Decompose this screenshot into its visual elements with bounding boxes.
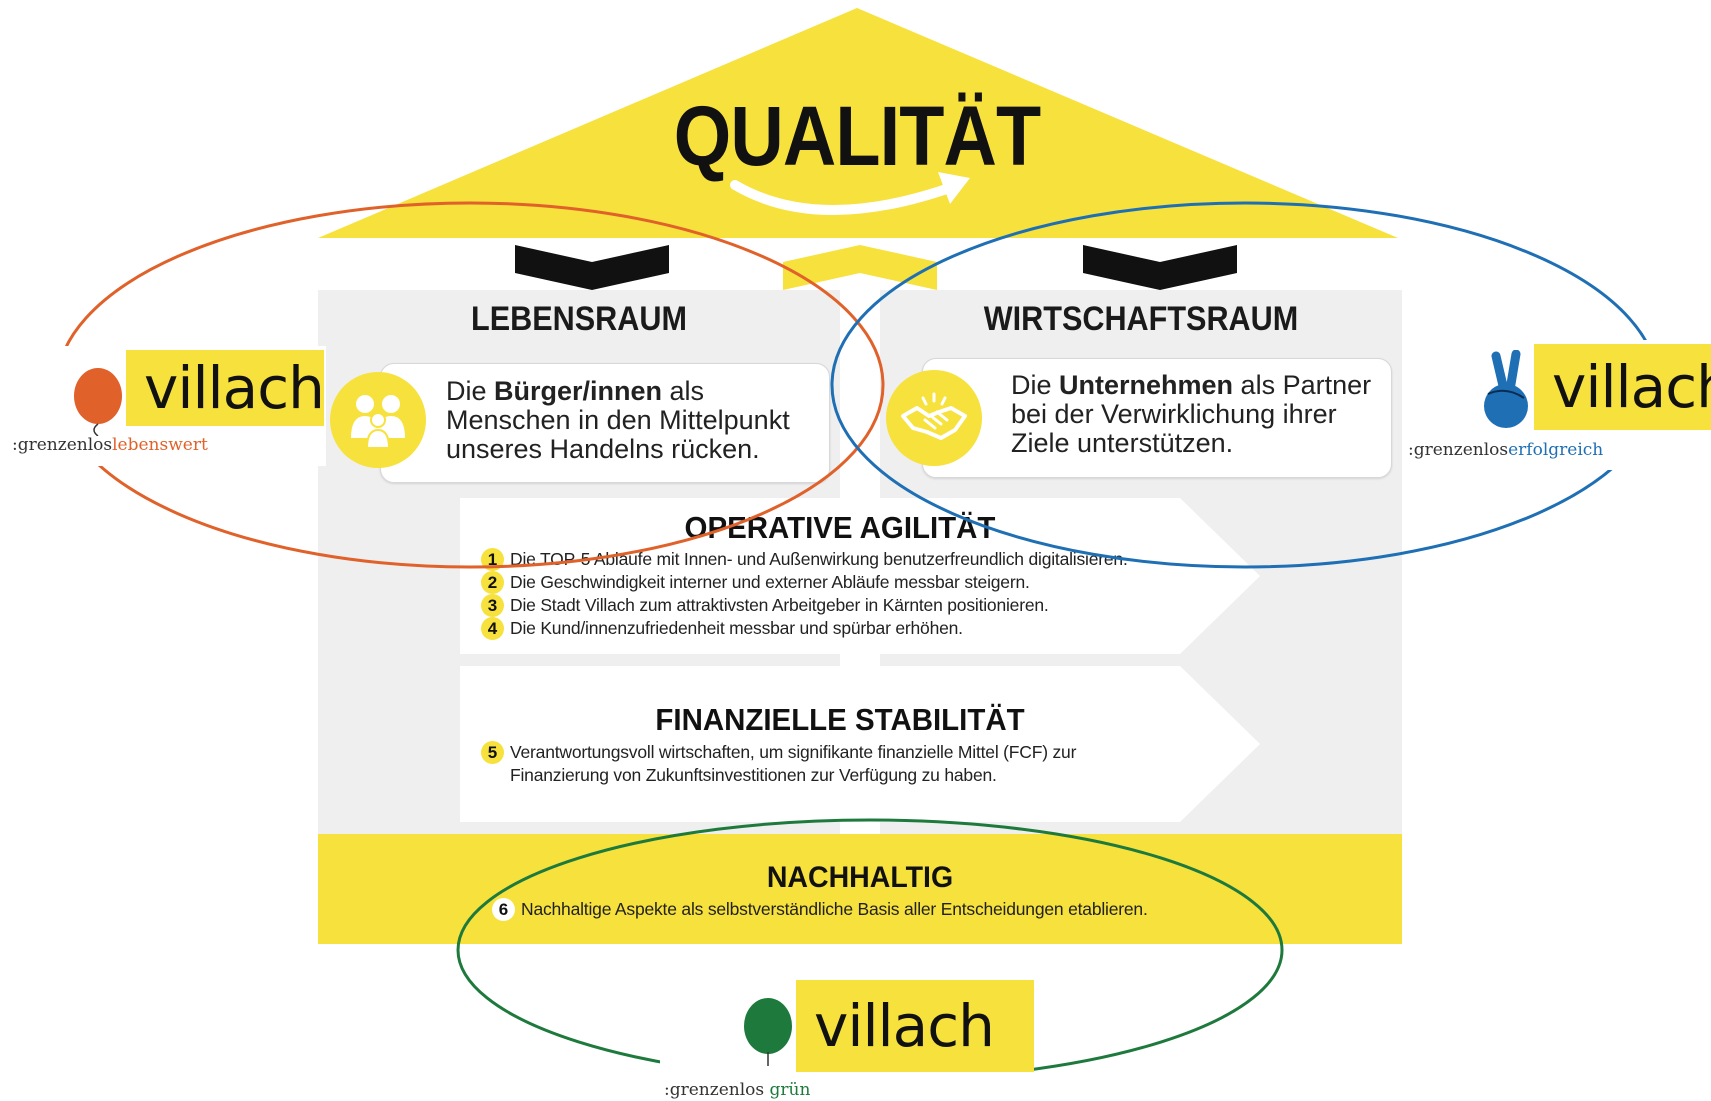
list-item: 4 Die Kund/innenzufriedenheit messbar un… bbox=[481, 617, 1128, 640]
finance-title: FINANZIELLE STABILITÄT bbox=[655, 702, 1025, 737]
nachhaltig-title: NACHHALTIG bbox=[766, 861, 954, 894]
people-icon bbox=[330, 372, 426, 468]
victory-hand-icon bbox=[1484, 350, 1528, 428]
center-up-chevron bbox=[783, 245, 937, 290]
wirtschaftsraum-title: WIRTSCHAFTSRAUM bbox=[983, 300, 1299, 338]
goal-number: 2 bbox=[481, 571, 504, 594]
operative-panel-shape bbox=[460, 498, 1260, 654]
roof-shape bbox=[318, 8, 1398, 238]
goal-number: 6 bbox=[492, 898, 515, 921]
logo-right-word: villach bbox=[1534, 344, 1711, 430]
lebensraum-statement: Die Bürger/innen als Menschen in den Mit… bbox=[446, 376, 790, 464]
goal-text: Die Geschwindigkeit interner und externe… bbox=[510, 572, 1030, 592]
goal-text: Die Stadt Villach zum attraktivsten Arbe… bbox=[510, 595, 1049, 615]
goal-number: 3 bbox=[481, 594, 504, 617]
goal-text: Die TOP-5 Abläufe mit Innen- und Außenwi… bbox=[510, 549, 1128, 569]
list-item: 3 Die Stadt Villach zum attraktivsten Ar… bbox=[481, 594, 1128, 617]
list-item: 2 Die Geschwindigkeit interner und exter… bbox=[481, 571, 1128, 594]
lebensraum-title: LEBENSRAUM bbox=[471, 300, 687, 338]
operative-goals-list: 1 Die TOP-5 Abläufe mit Innen- und Außen… bbox=[481, 548, 1128, 640]
logo-bottom-word: villach bbox=[796, 980, 1034, 1072]
goal-text: Verantwortungsvoll wirtschaften, um sign… bbox=[510, 742, 1077, 762]
goal-text: Nachhaltige Aspekte als selbstverständli… bbox=[521, 899, 1148, 919]
roof-arrow bbox=[730, 180, 963, 215]
right-down-chevron bbox=[1083, 245, 1237, 290]
wirtschaftsraum-statement: Die Unternehmen als Partner bei der Verw… bbox=[1011, 370, 1372, 458]
list-item: 5 Verantwortungsvoll wirtschaften, um si… bbox=[481, 741, 1076, 764]
nachhaltig-goal: 6 Nachhaltige Aspekte als selbstverständ… bbox=[492, 898, 1148, 921]
wirtschaftsraum-card bbox=[922, 358, 1392, 478]
logo-left-tagline: :grenzenloslebenswert bbox=[12, 435, 208, 455]
nachhaltig-band bbox=[318, 834, 1402, 944]
goal-number: 5 bbox=[481, 741, 504, 764]
logo-right-tagline: :grenzenloserfolgreich bbox=[1408, 440, 1604, 460]
handshake-icon bbox=[886, 370, 982, 466]
finance-panel-shape bbox=[460, 666, 1260, 822]
finance-goal: 5 Verantwortungsvoll wirtschaften, um si… bbox=[481, 741, 1076, 787]
operative-title: OPERATIVE AGILITÄT bbox=[684, 510, 996, 545]
roof-title: QUALITÄT bbox=[673, 89, 1041, 183]
left-down-chevron bbox=[515, 245, 669, 290]
goal-number: 4 bbox=[481, 617, 504, 640]
list-item: Finanzierung von Zukunftsinvestitionen z… bbox=[481, 764, 1076, 787]
goal-text: Die Kund/innenzufriedenheit messbar und … bbox=[510, 618, 963, 638]
roof-arrow-head bbox=[938, 172, 970, 204]
logo-bottom-tagline: :grenzenlos grün bbox=[664, 1080, 811, 1100]
tree-icon bbox=[744, 998, 792, 1066]
balloon-icon bbox=[74, 368, 122, 436]
goal-text: Finanzierung von Zukunftsinvestitionen z… bbox=[510, 765, 997, 785]
lebensraum-card bbox=[380, 363, 830, 483]
logo-left-word: villach bbox=[126, 350, 325, 426]
